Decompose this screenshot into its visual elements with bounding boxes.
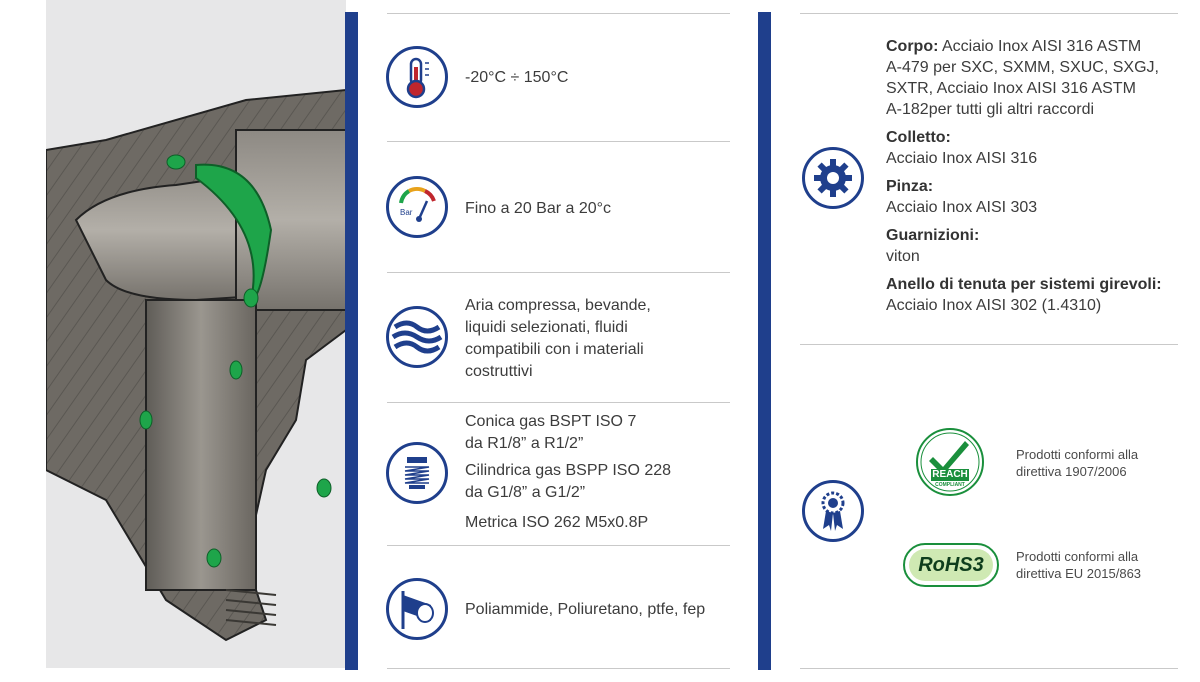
corpo-label: Corpo: bbox=[886, 38, 939, 55]
gauge-label: Bar bbox=[400, 208, 413, 217]
threads-line: da G1/8” a G1/2” bbox=[465, 484, 586, 501]
rohs3-description: Prodotti conformi alla direttiva EU 2015… bbox=[1016, 548, 1141, 582]
colletto-label: Colletto: bbox=[886, 129, 951, 146]
reach-line: direttiva 1907/2006 bbox=[1016, 464, 1127, 479]
rohs3-logo: RoHS3 bbox=[903, 543, 999, 587]
divider bbox=[387, 272, 730, 273]
reach-logo-sub: COMPLIANT bbox=[935, 482, 965, 488]
rohs3-line: direttiva EU 2015/863 bbox=[1016, 566, 1142, 581]
divider bbox=[387, 141, 730, 142]
divider bbox=[800, 344, 1178, 345]
reach-logo: REACH COMPLIANT bbox=[915, 427, 985, 497]
reach-line: Prodotti conformi alla bbox=[1016, 447, 1139, 462]
fluids-line: compatibili con i materiali bbox=[465, 341, 644, 358]
divider bbox=[387, 402, 730, 403]
colletto-value: Acciaio Inox AISI 316 bbox=[886, 150, 1038, 167]
reach-logo-text: REACH bbox=[932, 469, 968, 480]
tube-materials-text: Poliammide, Poliuretano, ptfe, fep bbox=[465, 601, 706, 618]
accent-bar-left bbox=[345, 12, 358, 670]
threads-line: Cilindrica gas BSPP ISO 228 bbox=[465, 462, 672, 479]
guarnizioni-label: Guarnizioni: bbox=[886, 227, 980, 244]
corpo-line: Acciaio Inox AISI 316 ASTM bbox=[942, 38, 1142, 55]
gauge-icon: Bar bbox=[386, 176, 448, 238]
corpo-line: A-479 per SXC, SXMM, SXUC, SXGJ, bbox=[886, 59, 1159, 76]
anello-label: Anello di tenuta per sistemi girevoli: bbox=[886, 276, 1162, 293]
fluids-line: liquidi selezionati, fluidi bbox=[465, 319, 628, 336]
accent-bar-right bbox=[758, 12, 771, 670]
threads-line: da R1/8” a R1/2” bbox=[465, 435, 584, 452]
threads-line: Metrica ISO 262 M5x0.8P bbox=[465, 514, 649, 531]
rohs3-line: Prodotti conformi alla bbox=[1016, 549, 1139, 564]
threads-text: Conica gas BSPT ISO 7 da R1/8” a R1/2” C… bbox=[465, 411, 735, 534]
fluids-text: Aria compressa, bevande, liquidi selezio… bbox=[465, 295, 725, 383]
divider bbox=[800, 668, 1178, 669]
fluids-line: costruttivi bbox=[465, 363, 533, 380]
guarnizioni-value: viton bbox=[886, 248, 920, 265]
threads-line: Conica gas BSPT ISO 7 bbox=[465, 413, 637, 430]
divider bbox=[387, 545, 730, 546]
thread-icon bbox=[386, 442, 448, 504]
fitting-cutaway-illustration bbox=[46, 0, 346, 668]
corpo-line: A-182per tutti gli altri raccordi bbox=[886, 101, 1095, 118]
thermometer-icon bbox=[386, 46, 448, 108]
anello-value: Acciaio Inox AISI 302 (1.4310) bbox=[886, 297, 1102, 314]
pinza-value: Acciaio Inox AISI 303 bbox=[886, 199, 1038, 216]
materials-spec: Corpo: Acciaio Inox AISI 316 ASTM A-479 … bbox=[886, 36, 1186, 323]
fluid-waves-icon bbox=[386, 306, 448, 368]
seal-gear-icon bbox=[802, 147, 864, 209]
award-ribbon-icon bbox=[802, 480, 864, 542]
tube-icon bbox=[386, 578, 448, 640]
reach-description: Prodotti conformi alla direttiva 1907/20… bbox=[1016, 446, 1138, 480]
temperature-range-text: -20°C ÷ 150°C bbox=[465, 69, 569, 86]
pinza-label: Pinza: bbox=[886, 178, 934, 195]
corpo-line: SXTR, Acciaio Inox AISI 316 ASTM bbox=[886, 80, 1136, 97]
fluids-line: Aria compressa, bevande, bbox=[465, 297, 651, 314]
divider bbox=[387, 668, 730, 669]
pressure-text: Fino a 20 Bar a 20°c bbox=[465, 200, 612, 217]
divider bbox=[387, 13, 730, 14]
divider bbox=[800, 13, 1178, 14]
rohs3-logo-text: RoHS3 bbox=[918, 554, 984, 576]
